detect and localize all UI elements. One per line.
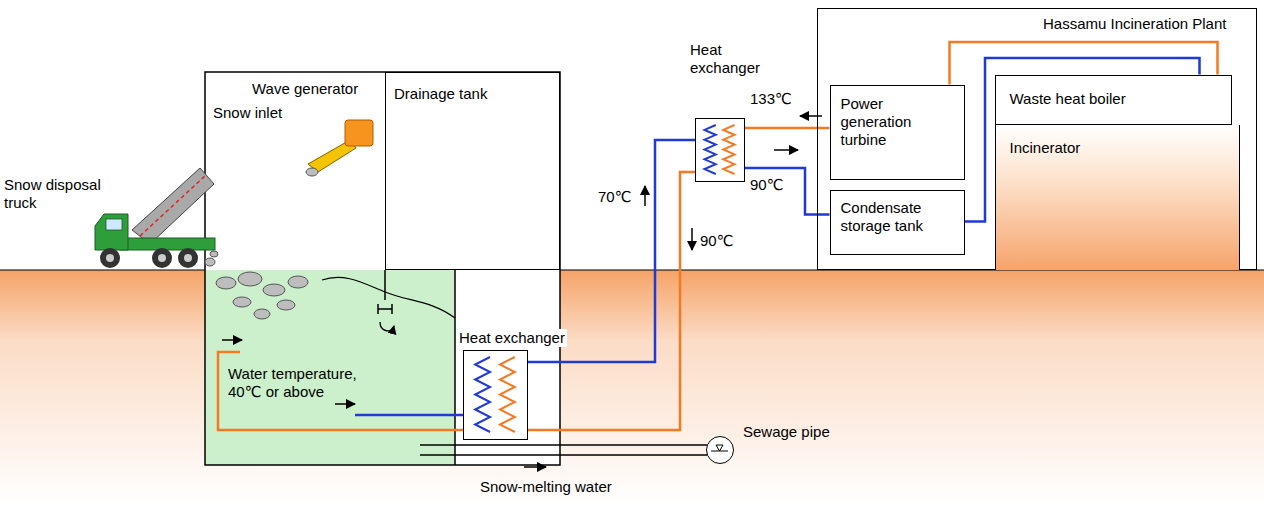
node-text: Drainage tank <box>394 85 551 103</box>
water-pool: Water temperature, 40℃ or above <box>205 270 455 465</box>
building-outline <box>205 72 560 465</box>
tank-divider <box>454 270 456 465</box>
temperature: 70℃ <box>598 188 632 206</box>
water-fill <box>205 270 455 465</box>
sewage-pipe: Sewage pipe <box>706 436 734 464</box>
ground <box>0 270 1264 506</box>
gate <box>384 270 386 300</box>
flow-arrows <box>222 116 822 467</box>
heat-exchanger: Heat exchanger <box>463 350 528 440</box>
sewage-run <box>420 445 707 455</box>
truck-label: Snow disposal truck <box>4 176 116 212</box>
coil <box>696 119 743 180</box>
overflow-arrow <box>380 322 394 331</box>
water-level-symbol <box>707 437 732 462</box>
flow-label: Snow-melting water <box>480 478 612 496</box>
node-text: Waste heat boiler <box>1010 90 1217 108</box>
node-text: Condensate storage tank <box>841 199 954 235</box>
node-text: Hassamu Incineration Plant <box>1043 15 1226 33</box>
node-text: Incinerator <box>1010 139 1225 157</box>
pipe <box>528 172 695 430</box>
node-text: Heat exchanger <box>690 41 772 77</box>
pipe <box>218 352 463 430</box>
ground-line <box>0 269 205 270</box>
part-label: Snow inlet <box>213 104 282 122</box>
gate-valve <box>378 304 392 314</box>
boiler-box: Waste heat boiler <box>995 75 1232 125</box>
node-text: Water temperature, 40℃ or above <box>228 365 378 401</box>
water-surface <box>322 277 455 318</box>
temperature: 90℃ <box>750 176 784 194</box>
snow-truck <box>95 168 215 268</box>
condensate-tank: Condensate storage tank <box>830 190 965 255</box>
wave-generator <box>345 120 373 146</box>
drainage-lower <box>455 270 560 465</box>
part-label: Wave generator <box>252 80 358 98</box>
temperature: 133℃ <box>750 90 792 108</box>
coil <box>464 351 526 438</box>
pipe <box>355 414 463 417</box>
temperature: 90℃ <box>700 232 734 250</box>
node-text: Sewage pipe <box>743 423 830 441</box>
snow-chunks <box>205 168 318 319</box>
turbine-box: Power generation turbine <box>830 85 965 180</box>
drainage-tank: Drainage tank <box>385 72 560 270</box>
building-upper <box>205 72 560 270</box>
plant-building: Hassamu Incineration PlantPower generati… <box>817 8 1257 270</box>
heat-exchanger: Heat exchanger <box>695 118 745 182</box>
node-text: Heat exchanger <box>457 329 567 347</box>
node-text: Power generation turbine <box>841 95 954 149</box>
incinerator-box: Incinerator <box>995 125 1240 270</box>
